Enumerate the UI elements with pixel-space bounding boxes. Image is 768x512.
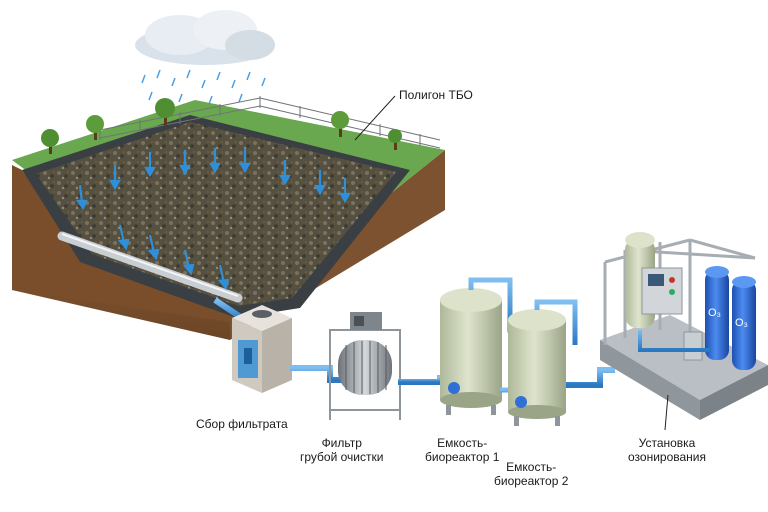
landfill-label: Полигон ТБО xyxy=(399,88,473,102)
bioreactor-1-label-line1: Емкость- xyxy=(425,436,499,450)
ozonation-leader xyxy=(665,395,668,430)
coarse-filter-label-line1: Фильтр xyxy=(300,436,383,450)
ozonation-label-line1: Установка xyxy=(628,436,706,450)
bioreactor-1-label: Емкость- биореактор 1 xyxy=(425,436,499,464)
bioreactor-2-label: Емкость- биореактор 2 xyxy=(494,460,568,488)
ozone-symbol-1: O₃ xyxy=(708,306,721,320)
leachate-collection-label: Сбор фильтрата xyxy=(196,417,288,431)
collection-well xyxy=(232,305,292,393)
ozonation-label-line2: озонирования xyxy=(628,450,706,464)
ozonation-label: Установка озонирования xyxy=(628,436,706,464)
coarse-filter-label-line2: грубой очистки xyxy=(300,450,383,464)
bioreactor-1-label-line2: биореактор 1 xyxy=(425,450,499,464)
bioreactor-2-label-line1: Емкость- xyxy=(494,460,568,474)
bioreactor-2 xyxy=(508,302,575,426)
ozone-symbol-2: O₃ xyxy=(735,316,748,330)
coarse-filter-label: Фильтр грубой очистки xyxy=(300,436,383,464)
coarse-filter xyxy=(330,312,400,420)
rain-cloud-icon xyxy=(135,10,275,65)
bioreactor-2-label-line2: биореактор 2 xyxy=(494,474,568,488)
rain-drops xyxy=(142,70,265,104)
